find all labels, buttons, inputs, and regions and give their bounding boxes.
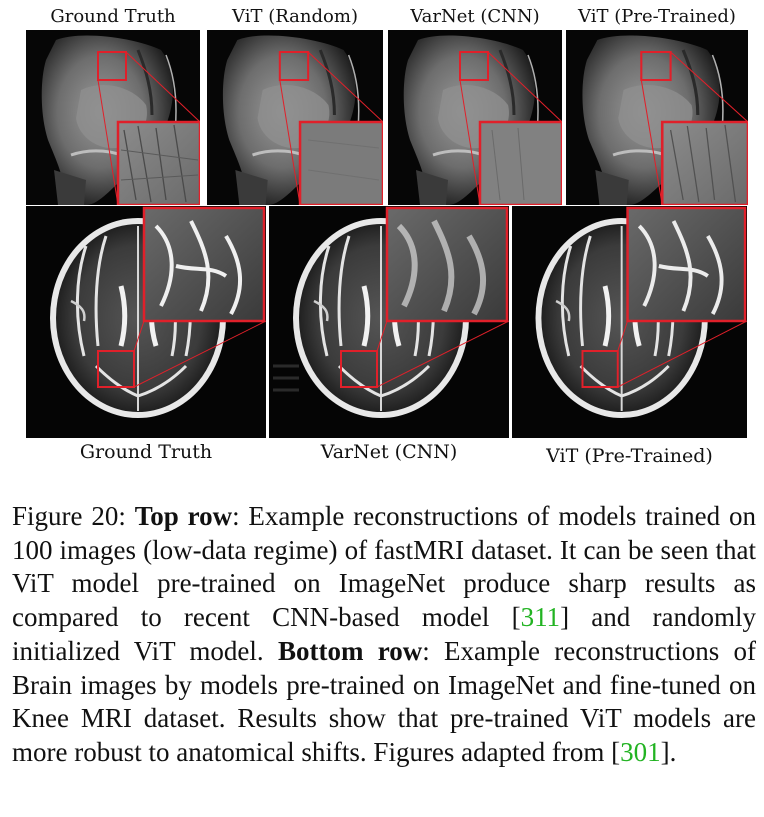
citation-link-301[interactable]: 301	[620, 736, 661, 767]
top-row-label: Top row	[134, 501, 233, 531]
bottom-row-label: Bottom row	[277, 635, 423, 666]
bottom-label-vit-pretrained: ViT (Pre-Trained)	[546, 445, 713, 467]
brain-mri-image	[26, 206, 266, 438]
top-label-varnet-cnn: VarNet (CNN)	[410, 6, 540, 27]
top-panel-vit-pretrained	[566, 30, 748, 205]
caption-text-3: : Example reconstructions of Brain image…	[12, 635, 756, 767]
bottom-label-varnet-cnn: VarNet (CNN)	[320, 441, 458, 463]
citation-link-311[interactable]: 311	[520, 602, 561, 633]
brain-mri-image	[269, 206, 509, 438]
top-panel-varnet-cnn	[388, 30, 562, 205]
knee-mri-image	[388, 30, 562, 205]
figure-caption: Figure 20: Top row: Example reconstructi…	[12, 500, 756, 770]
caption-text-2: ] and randomly initialized ViT model.	[12, 602, 757, 666]
top-label-ground-truth: Ground Truth	[50, 6, 176, 27]
top-label-vit-pretrained: ViT (Pre-Trained)	[578, 6, 736, 27]
brain-mri-image	[512, 206, 747, 438]
bottom-panel-ground-truth	[26, 206, 266, 438]
caption-text-1: : Example reconstructions of models trai…	[12, 501, 756, 633]
knee-mri-image	[566, 30, 748, 205]
knee-mri-image	[207, 30, 383, 205]
top-panel-ground-truth	[26, 30, 200, 205]
bottom-label-ground-truth: Ground Truth	[79, 441, 213, 463]
top-label-vit-random: ViT (Random)	[232, 6, 358, 27]
top-panel-vit-random	[207, 30, 383, 205]
bottom-panel-vit-pretrained	[512, 206, 747, 438]
caption-text-4: ].	[660, 736, 677, 767]
knee-mri-image	[26, 30, 200, 205]
figure-label: Figure 20:	[12, 501, 126, 531]
bottom-panel-varnet-cnn	[269, 206, 509, 438]
